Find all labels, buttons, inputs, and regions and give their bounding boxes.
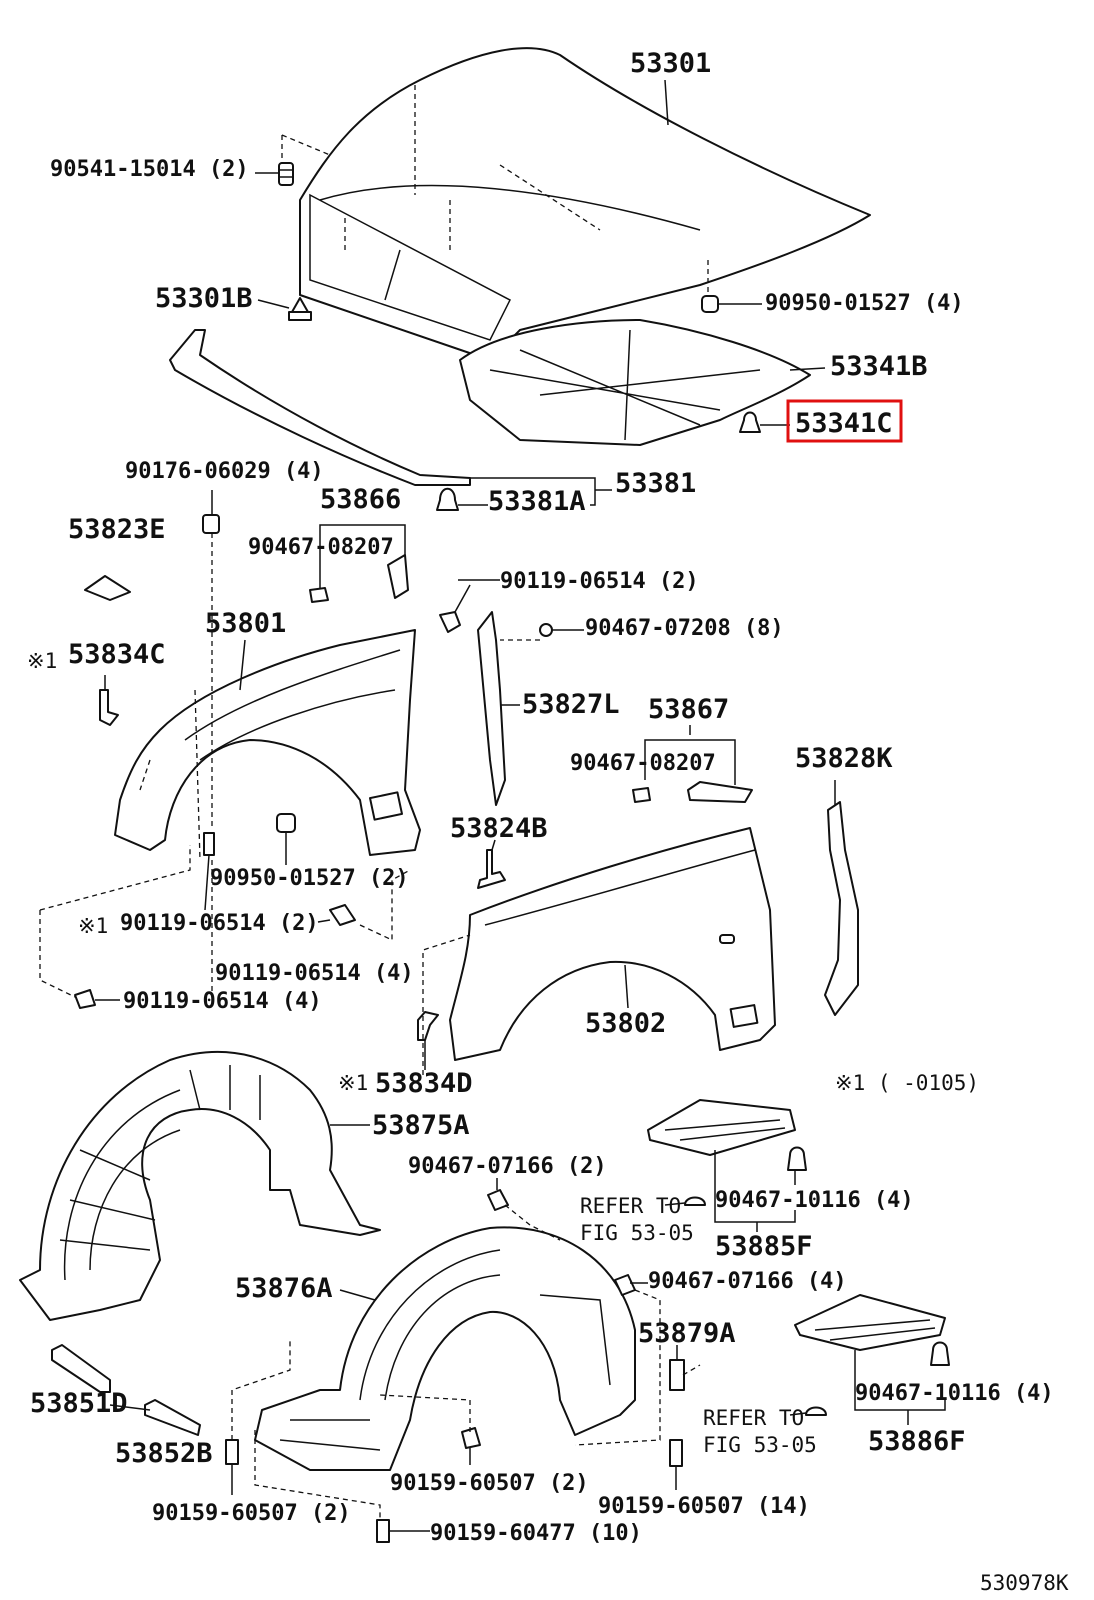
label-90467-10116-b[interactable]: 90467-10116 (4) <box>855 1381 1054 1406</box>
clip-90467-07208 <box>539 623 553 637</box>
label-53834c[interactable]: 53834C <box>68 639 166 670</box>
label-53876a[interactable]: 53876A <box>235 1273 333 1304</box>
label-90467-07166-4[interactable]: 90467-07166 (4) <box>648 1269 847 1294</box>
label-refer-b-2: FIG 53-05 <box>703 1433 817 1457</box>
label-53341c[interactable]: 53341C <box>795 408 893 439</box>
cover-53885f <box>647 1099 796 1156</box>
hood-insulator <box>459 319 811 446</box>
label-53834d[interactable]: 53834D <box>375 1068 473 1099</box>
label-90467-08207-a[interactable]: 90467-08207 <box>248 535 394 560</box>
label-53381a[interactable]: 53381A <box>488 486 586 517</box>
hood-panel <box>299 47 871 361</box>
label-53866[interactable]: 53866 <box>320 484 401 515</box>
fender-nut-icon <box>276 813 296 833</box>
label-53381[interactable]: 53381 <box>615 468 696 499</box>
label-refer-a-1: REFER TO <box>580 1194 681 1218</box>
label-hood[interactable]: 53301 <box>630 48 711 79</box>
label-90119-4a[interactable]: 90119-06514 (4) <box>215 961 414 986</box>
clip-53381a-icon <box>436 487 459 511</box>
label-note-b: ※1 <box>78 914 108 938</box>
clip-07166-a <box>487 1189 509 1211</box>
bracket-53834d <box>417 1011 439 1041</box>
label-90467-07166-2[interactable]: 90467-07166 (2) <box>408 1154 607 1179</box>
label-53875a[interactable]: 53875A <box>372 1110 470 1141</box>
screw-icon-a <box>225 1439 239 1465</box>
bracket-53824b <box>477 849 506 889</box>
bolt-icon-a <box>329 904 356 926</box>
liner-53876a <box>254 1226 636 1471</box>
screw-icon-b <box>461 1427 481 1449</box>
label-90159-2b[interactable]: 90159-60507 (2) <box>152 1501 351 1526</box>
label-hood-nut[interactable]: 90950-01527 (4) <box>765 291 964 316</box>
label-90119-2b[interactable]: 90119-06514 (2) <box>120 911 319 936</box>
label-53827l[interactable]: 53827L <box>522 689 620 720</box>
label-90467-10116-a[interactable]: 90467-10116 (4) <box>715 1188 914 1213</box>
hood-b-clip-icon <box>288 297 312 321</box>
seal-53828k <box>824 801 859 1016</box>
label-53879a[interactable]: 53879A <box>638 1318 736 1349</box>
label-53824b[interactable]: 53824B <box>450 813 548 844</box>
fender-53801 <box>114 629 421 861</box>
label-53341b[interactable]: 53341B <box>830 351 928 382</box>
label-53851d[interactable]: 53851D <box>30 1388 128 1419</box>
clip-90176-icon <box>202 514 220 534</box>
hood-nut-icon <box>701 295 719 313</box>
label-refer-b-1: REFER TO <box>703 1406 804 1430</box>
bracket-53823e <box>84 575 131 601</box>
screw-icon-c <box>669 1359 685 1391</box>
label-90176[interactable]: 90176-06029 (4) <box>125 459 324 484</box>
label-cushion[interactable]: 90541-15014 (2) <box>50 157 249 182</box>
label-figure-code: 530978K <box>980 1571 1069 1595</box>
labels: 53301 90541-15014 (2) 53301B 90950-01527… <box>27 48 1069 1595</box>
clip-refer-a <box>684 1196 706 1206</box>
label-90119-4b[interactable]: 90119-06514 (4) <box>123 989 322 1014</box>
highlight-box <box>786 399 903 443</box>
label-53886f[interactable]: 53886F <box>868 1426 966 1457</box>
label-hood-b[interactable]: 53301B <box>155 283 253 314</box>
label-53823e[interactable]: 53823E <box>68 514 166 545</box>
label-note-a: ※1 <box>27 649 57 673</box>
clip-90467-08207-b <box>632 787 651 803</box>
seal-53867-piece <box>687 781 753 803</box>
label-refer-a-2: FIG 53-05 <box>580 1221 694 1245</box>
label-note-range: ※1 ( -0105) <box>835 1071 979 1095</box>
liner-53875a <box>19 1051 381 1321</box>
insulator-c-clip-icon <box>739 411 761 433</box>
bracket-53851d <box>51 1344 111 1393</box>
label-note-c: ※1 <box>338 1071 368 1095</box>
label-90159-14[interactable]: 90159-60507 (14) <box>598 1494 810 1519</box>
label-53867[interactable]: 53867 <box>648 694 729 725</box>
leader-lines <box>95 79 946 1532</box>
bolt-icon-b <box>74 989 96 1009</box>
label-53885f[interactable]: 53885F <box>715 1231 813 1262</box>
bolt-90119-06514 <box>439 611 461 633</box>
label-90467-07208[interactable]: 90467-07208 (8) <box>585 616 784 641</box>
guide-lines <box>39 134 709 1520</box>
label-53828k[interactable]: 53828K <box>795 743 893 774</box>
clip-refer-b <box>805 1406 827 1416</box>
screw-icon-e <box>376 1519 390 1543</box>
label-90467-08207-b[interactable]: 90467-08207 <box>570 751 716 776</box>
label-90159-2a[interactable]: 90159-60507 (2) <box>390 1471 589 1496</box>
label-53801[interactable]: 53801 <box>205 608 286 639</box>
seal-53827l <box>477 611 506 806</box>
clip-10116-a <box>787 1146 807 1171</box>
cover-53886f <box>794 1294 946 1351</box>
label-90159-60477[interactable]: 90159-60477 (10) <box>430 1521 642 1546</box>
label-90950-2[interactable]: 90950-01527 (2) <box>210 866 409 891</box>
clip-10116-b <box>930 1341 950 1366</box>
label-53852b[interactable]: 53852B <box>115 1438 213 1469</box>
cushion-icon <box>278 162 294 186</box>
clip-90467-08207-a <box>309 587 329 603</box>
screw-icon-d <box>669 1439 683 1467</box>
bracket-53834c <box>99 689 119 726</box>
label-53802[interactable]: 53802 <box>585 1008 666 1039</box>
fender-bolt-icon <box>203 832 215 856</box>
seal-53866-piece <box>387 554 409 599</box>
fender-53802 <box>449 827 776 1061</box>
bracket-53852b <box>144 1399 201 1436</box>
label-90119-2[interactable]: 90119-06514 (2) <box>500 569 699 594</box>
